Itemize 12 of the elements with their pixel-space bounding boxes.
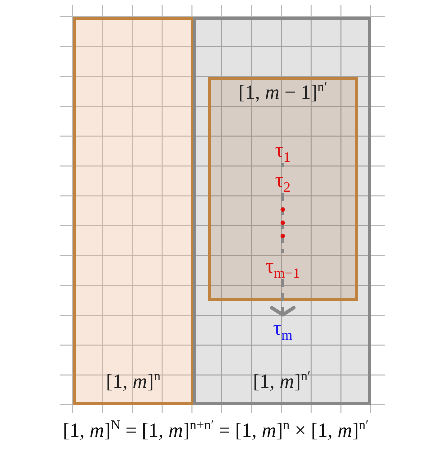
region-label: [1, m − 1]$^{n′}$ <box>238 82 328 105</box>
region-box <box>193 17 371 405</box>
element-label: τ$_{m}$ <box>273 318 293 339</box>
element-label: τ$_{1}$ <box>275 140 291 161</box>
dashed-arrow <box>270 279 296 317</box>
equation: [1, m]$^{N}$ = [1, m]$^{n+n′}$ = [1, m]$^{n}$ × [1, m]$^{n′}$ <box>62 420 370 443</box>
region-label: [1, m]$^{n′}$ <box>252 371 312 394</box>
region-box <box>208 77 358 301</box>
region-box <box>73 17 194 405</box>
element-label: τ$_{m−1}$ <box>266 256 300 277</box>
element-label: τ$_{2}$ <box>275 170 291 191</box>
region-label: [1, m]$^{n}$ <box>105 371 162 394</box>
